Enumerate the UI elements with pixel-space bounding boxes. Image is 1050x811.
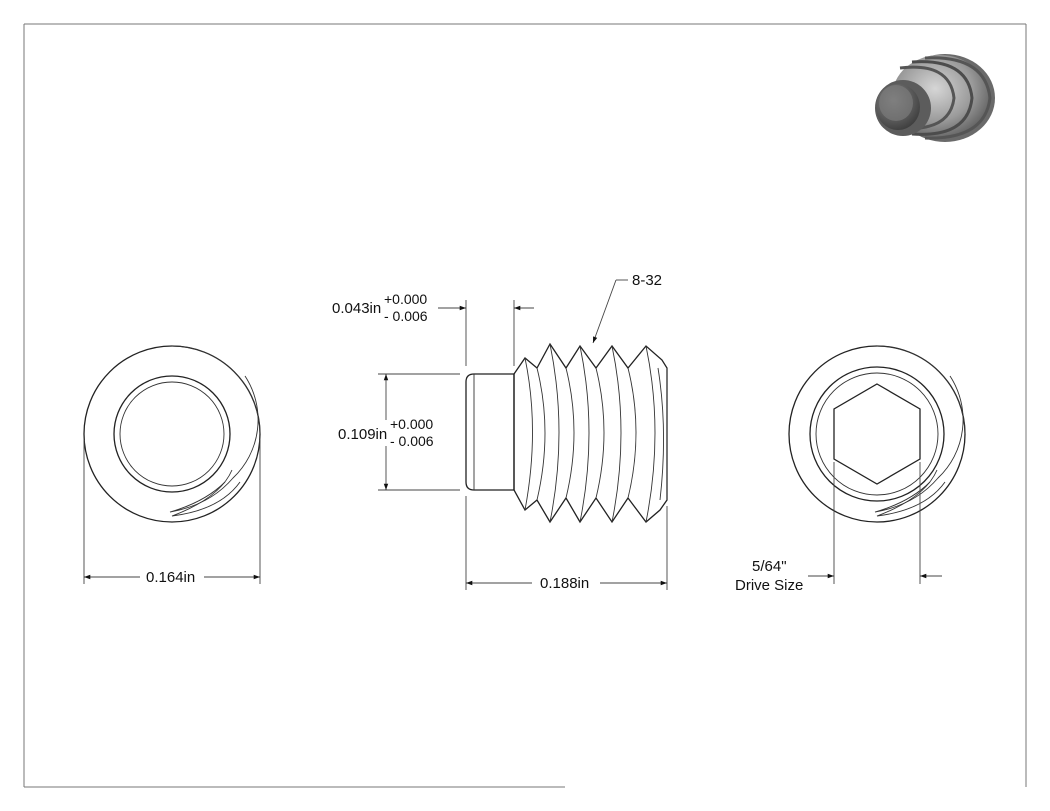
point-diameter-tol-minus: - 0.006: [390, 433, 434, 449]
thread-callout-label: 8-32: [632, 272, 662, 289]
drive-size-line1: 5/64": [752, 558, 787, 575]
point-length-tol-minus: - 0.006: [384, 308, 428, 324]
point-length-tol-plus: +0.000: [384, 291, 427, 307]
left-end-view: [83, 345, 261, 523]
major-diameter-dimension: 0.164in: [83, 440, 261, 586]
overall-length-dimension: 0.188in: [465, 496, 668, 592]
overall-length-value: 0.188in: [540, 575, 589, 592]
point-diameter-value: 0.109in: [338, 426, 387, 443]
drive-size-dimension: 5/64" Drive Size: [735, 462, 942, 594]
point-diameter-dimension: 0.109in +0.000 - 0.006: [338, 373, 460, 491]
drive-size-line2: Drive Size: [735, 577, 803, 594]
major-diameter-value: 0.164in: [146, 569, 195, 586]
sheet-border: [23, 23, 1027, 788]
point-length-value: 0.043in: [332, 300, 381, 317]
right-end-view: [788, 345, 966, 523]
isometric-render: [875, 54, 995, 142]
side-view: [465, 342, 668, 524]
thread-callout: 8-32: [592, 272, 662, 344]
hex-socket: [833, 383, 921, 485]
point-length-dimension: 0.043in +0.000 - 0.006: [332, 291, 534, 366]
point-diameter-tol-plus: +0.000: [390, 416, 433, 432]
